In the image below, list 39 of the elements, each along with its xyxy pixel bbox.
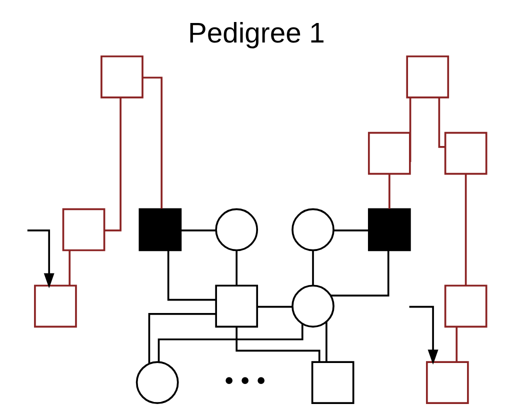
- connector: [464, 174, 466, 286]
- node-box: [367, 132, 410, 175]
- arrow: [26, 230, 54, 288]
- connector: [142, 76, 162, 209]
- node-box: [100, 55, 143, 98]
- connector: [438, 98, 444, 148]
- connector: [455, 327, 458, 362]
- diagram-title: Pedigree 1: [188, 16, 324, 48]
- arrow: [408, 306, 438, 365]
- connector: [325, 322, 327, 362]
- connector: [180, 230, 216, 232]
- node-box: [138, 208, 182, 252]
- node-box: [34, 284, 76, 328]
- node-circle: [135, 361, 178, 404]
- node-circle: [214, 208, 258, 252]
- node-box: [406, 55, 449, 98]
- node-circle: [291, 208, 334, 252]
- connector: [235, 250, 237, 286]
- connector: [157, 324, 303, 362]
- connector: [148, 313, 216, 364]
- node-box: [444, 284, 487, 328]
- connector: [235, 326, 320, 362]
- label: • • •: [224, 366, 266, 395]
- connector: [388, 174, 390, 209]
- connector: [333, 230, 368, 232]
- connector: [166, 250, 216, 301]
- connector: [312, 250, 314, 286]
- node-box: [367, 208, 410, 252]
- node-box: [62, 208, 105, 252]
- node-circle: [291, 284, 334, 328]
- connector: [408, 98, 411, 162]
- connector: [256, 306, 292, 308]
- connector: [68, 250, 70, 286]
- node-box: [214, 284, 258, 328]
- connector: [330, 250, 389, 296]
- node-box: [426, 361, 468, 404]
- node-box: [444, 132, 487, 175]
- connector: [104, 98, 121, 232]
- node-box: [310, 361, 354, 404]
